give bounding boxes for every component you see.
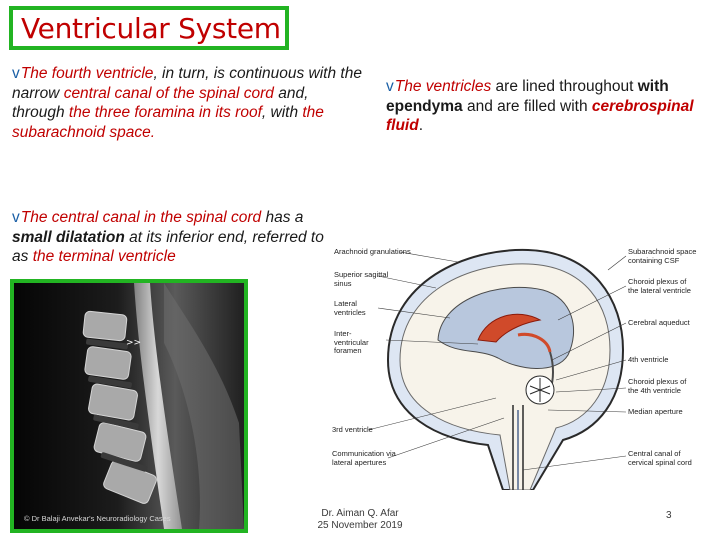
term-csf: cerebrospinal fluid	[386, 97, 694, 135]
label-sagittal-sinus: Superior sagittal sinus	[334, 270, 389, 288]
paragraph-ventricle-lining: vThe ventricles are lined throughout wit…	[386, 77, 704, 136]
label-cerebral-aqueduct: Cerebral aqueduct	[628, 318, 690, 327]
label-subarachnoid: Subarachnoid space containing CSF	[628, 247, 697, 265]
text: at its inferior end, referred to as	[12, 228, 324, 266]
paragraph-central-canal: vThe central canal in the spinal cord ha…	[12, 208, 342, 267]
label-choroid-lateral: Choroid plexus of the lateral ventricle	[628, 277, 691, 295]
bullet-icon: v	[12, 65, 20, 82]
title-box: Ventricular System	[9, 6, 289, 50]
text: , with	[261, 104, 303, 121]
term-small-dilatation: small dilatation	[12, 228, 125, 246]
slide-title: Ventricular System	[21, 11, 281, 45]
label-interventricular-foramen: Inter- ventricular foramen	[334, 329, 369, 355]
label-choroid-fourth: Choroid plexus of the 4th ventricle	[628, 377, 687, 395]
text: , in turn, is continuous with the narrow	[12, 65, 362, 102]
term-ependyma: with ependyma	[386, 78, 669, 115]
bullet-icon: v	[12, 209, 20, 226]
bullet-icon: v	[386, 78, 394, 95]
term-central-canal-spinal: The central canal in the spinal cord	[20, 209, 262, 226]
brain-ventricles-diagram: Arachnoid granulations Superior sagittal…	[318, 240, 712, 490]
mri-spine-illustration: >>	[14, 283, 244, 529]
page-number: 3	[666, 510, 672, 521]
footer-author: Dr. Aiman Q. Afar	[321, 508, 399, 519]
label-median-aperture: Median aperture	[628, 407, 683, 416]
mri-image: >> © Dr Balaji Anvekar's Neuroradiology …	[10, 279, 248, 533]
text: are lined throughout	[491, 78, 638, 95]
text: and are filled with	[462, 97, 592, 115]
term-three-foramina: the three foramina in its roof	[68, 104, 262, 121]
label-third-ventricle: 3rd ventricle	[332, 425, 373, 434]
paragraph-fourth-ventricle: vThe fourth ventricle, in turn, is conti…	[12, 64, 362, 142]
label-arachnoid: Arachnoid granulations	[334, 247, 411, 256]
mri-caption: © Dr Balaji Anvekar's Neuroradiology Cas…	[24, 514, 171, 523]
text: .	[418, 117, 424, 134]
brain-sagittal-illustration	[367, 248, 627, 490]
label-communication: Communication via lateral apertures	[332, 449, 396, 467]
text: has a	[261, 209, 304, 226]
label-lateral-ventricles: Lateral ventricles	[334, 299, 366, 317]
mri-marker: >>	[126, 338, 141, 348]
footer-date: 25 November 2019	[317, 520, 403, 531]
label-fourth-ventricle: 4th ventricle	[628, 355, 669, 364]
term-ventricles: The ventricles	[394, 78, 492, 95]
text: and, through	[12, 84, 309, 122]
term-subarachnoid-space: the subarachnoid space.	[12, 104, 324, 141]
term-fourth-ventricle: The fourth ventricle	[20, 65, 154, 82]
footer-credit: Dr. Aiman Q. Afar 25 November 2019	[300, 508, 420, 532]
term-central-canal: central canal of the spinal cord	[63, 84, 274, 102]
label-central-canal: Central canal of cervical spinal cord	[628, 449, 692, 467]
term-terminal-ventricle: the terminal ventricle	[32, 248, 176, 265]
